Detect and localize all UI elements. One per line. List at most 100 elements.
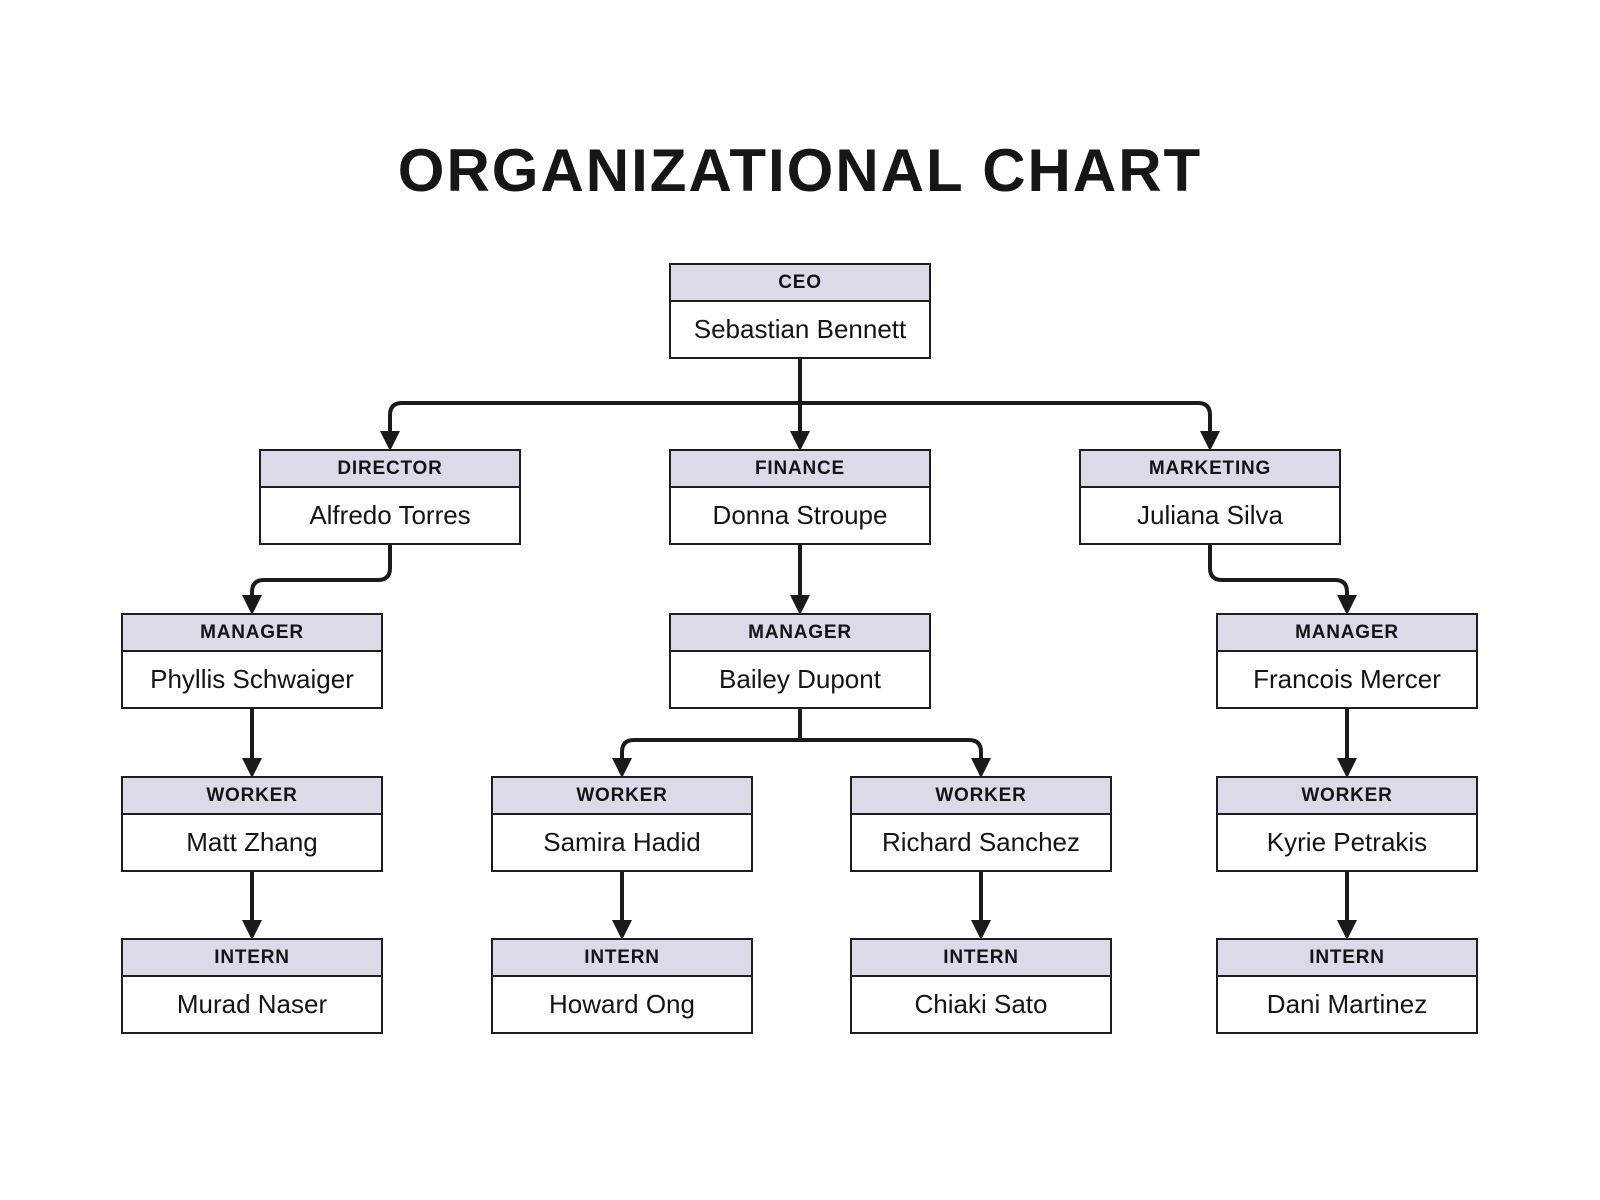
connector-marketing-to-manager [1208, 545, 1357, 615]
org-node-director-header: DIRECTOR [261, 451, 519, 488]
connector-manager-phyllis-to-worker-matt [242, 709, 262, 778]
org-node-manager-marketing-body: Francois Mercer [1218, 652, 1476, 707]
person-name: Samira Hadid [543, 827, 701, 857]
arrowhead-down-icon [790, 431, 810, 451]
arrowhead-down-icon [1337, 920, 1357, 940]
connector-manager-francois-to-worker-kyrie [1337, 709, 1357, 778]
role-label: WORKER [1301, 784, 1393, 806]
arrowhead-down-icon [612, 758, 632, 778]
arrowhead-down-icon [242, 758, 262, 778]
org-node-manager-marketing: MANAGER Francois Mercer [1216, 613, 1478, 709]
arrowhead-down-icon [1337, 595, 1357, 615]
role-label: INTERN [214, 946, 290, 968]
person-name: Phyllis Schwaiger [150, 664, 354, 694]
org-node-worker-director: WORKER Matt Zhang [121, 776, 383, 872]
org-node-intern-finance-1-header: INTERN [493, 940, 751, 977]
org-node-manager-director-body: Phyllis Schwaiger [123, 652, 381, 707]
org-node-marketing-body: Juliana Silva [1081, 488, 1339, 543]
org-node-worker-marketing: WORKER Kyrie Petrakis [1216, 776, 1478, 872]
org-node-worker-marketing-body: Kyrie Petrakis [1218, 815, 1476, 870]
org-node-intern-finance-1-body: Howard Ong [493, 977, 751, 1032]
org-node-worker-finance-2-body: Richard Sanchez [852, 815, 1110, 870]
role-label: DIRECTOR [337, 457, 443, 479]
org-node-intern-finance-1: INTERN Howard Ong [491, 938, 753, 1034]
arrowhead-down-icon [1200, 431, 1220, 451]
org-node-manager-finance-body: Bailey Dupont [671, 652, 929, 707]
org-node-worker-finance-1: WORKER Samira Hadid [491, 776, 753, 872]
role-label: MANAGER [748, 621, 852, 643]
arrowhead-down-icon [1337, 758, 1357, 778]
org-node-worker-director-body: Matt Zhang [123, 815, 381, 870]
org-node-director: DIRECTOR Alfredo Torres [259, 449, 521, 545]
person-name: Bailey Dupont [719, 664, 881, 694]
connector-ceo-to-departments [380, 359, 1220, 451]
org-node-manager-marketing-header: MANAGER [1218, 615, 1476, 652]
org-node-manager-finance-header: MANAGER [671, 615, 929, 652]
org-node-intern-finance-2: INTERN Chiaki Sato [850, 938, 1112, 1034]
role-label: MANAGER [1295, 621, 1399, 643]
role-label: MANAGER [200, 621, 304, 643]
arrowhead-down-icon [971, 758, 991, 778]
org-node-worker-finance-1-header: WORKER [493, 778, 751, 815]
org-node-intern-marketing-body: Dani Martinez [1218, 977, 1476, 1032]
connector-line [250, 545, 392, 599]
connector-worker-richard-to-intern-chiaki [971, 872, 991, 940]
arrowhead-down-icon [612, 920, 632, 940]
person-name: Murad Naser [176, 989, 328, 1019]
org-node-finance-header: FINANCE [671, 451, 929, 488]
connector-line [388, 401, 1212, 433]
role-label: MARKETING [1148, 457, 1272, 479]
connector-worker-kyrie-to-intern-dani [1337, 872, 1357, 940]
connector-manager-bailey-to-workers [612, 709, 991, 778]
org-node-worker-finance-1-body: Samira Hadid [493, 815, 751, 870]
org-node-manager-director-header: MANAGER [123, 615, 381, 652]
org-node-ceo-body: Sebastian Bennett [671, 302, 929, 357]
role-label: WORKER [206, 784, 298, 806]
person-name: Donna Stroupe [712, 500, 888, 530]
person-name: Howard Ong [549, 989, 695, 1019]
org-node-worker-finance-2: WORKER Richard Sanchez [850, 776, 1112, 872]
person-name: Sebastian Bennett [693, 314, 907, 344]
arrowhead-down-icon [242, 920, 262, 940]
org-node-finance: FINANCE Donna Stroupe [669, 449, 931, 545]
arrowhead-down-icon [790, 595, 810, 615]
person-name: Matt Zhang [186, 827, 318, 857]
org-node-marketing: MARKETING Juliana Silva [1079, 449, 1341, 545]
connector-director-to-manager [242, 545, 392, 615]
connector-finance-to-manager [790, 545, 810, 615]
arrowhead-down-icon [380, 431, 400, 451]
connector-worker-samira-to-intern-howard [612, 872, 632, 940]
role-label: WORKER [576, 784, 668, 806]
person-name: Kyrie Petrakis [1266, 827, 1428, 857]
person-name: Dani Martinez [1266, 989, 1428, 1019]
person-name: Juliana Silva [1137, 500, 1283, 530]
role-label: INTERN [584, 946, 660, 968]
role-label: INTERN [943, 946, 1019, 968]
connector-line [1208, 545, 1349, 599]
org-node-intern-finance-2-body: Chiaki Sato [852, 977, 1110, 1032]
org-node-intern-director: INTERN Murad Naser [121, 938, 383, 1034]
org-node-intern-director-body: Murad Naser [123, 977, 381, 1032]
role-label: WORKER [935, 784, 1027, 806]
arrowhead-down-icon [242, 595, 262, 615]
org-node-worker-marketing-header: WORKER [1218, 778, 1476, 815]
org-node-ceo: CEO Sebastian Bennett [669, 263, 931, 359]
connector-worker-matt-to-intern-murad [242, 872, 262, 940]
org-node-marketing-header: MARKETING [1081, 451, 1339, 488]
org-node-manager-finance: MANAGER Bailey Dupont [669, 613, 931, 709]
role-label: FINANCE [754, 457, 846, 479]
org-node-ceo-header: CEO [671, 265, 929, 302]
org-node-finance-body: Donna Stroupe [671, 488, 929, 543]
role-label: INTERN [1309, 946, 1385, 968]
org-node-intern-director-header: INTERN [123, 940, 381, 977]
person-name: Chiaki Sato [914, 989, 1048, 1019]
org-node-intern-finance-2-header: INTERN [852, 940, 1110, 977]
org-node-intern-marketing: INTERN Dani Martinez [1216, 938, 1478, 1034]
org-node-manager-director: MANAGER Phyllis Schwaiger [121, 613, 383, 709]
person-name: Francois Mercer [1253, 664, 1441, 694]
page-title: ORGANIZATIONAL CHART [397, 137, 1203, 204]
org-node-worker-finance-2-header: WORKER [852, 778, 1110, 815]
person-name: Alfredo Torres [309, 500, 471, 530]
person-name: Richard Sanchez [882, 827, 1080, 857]
